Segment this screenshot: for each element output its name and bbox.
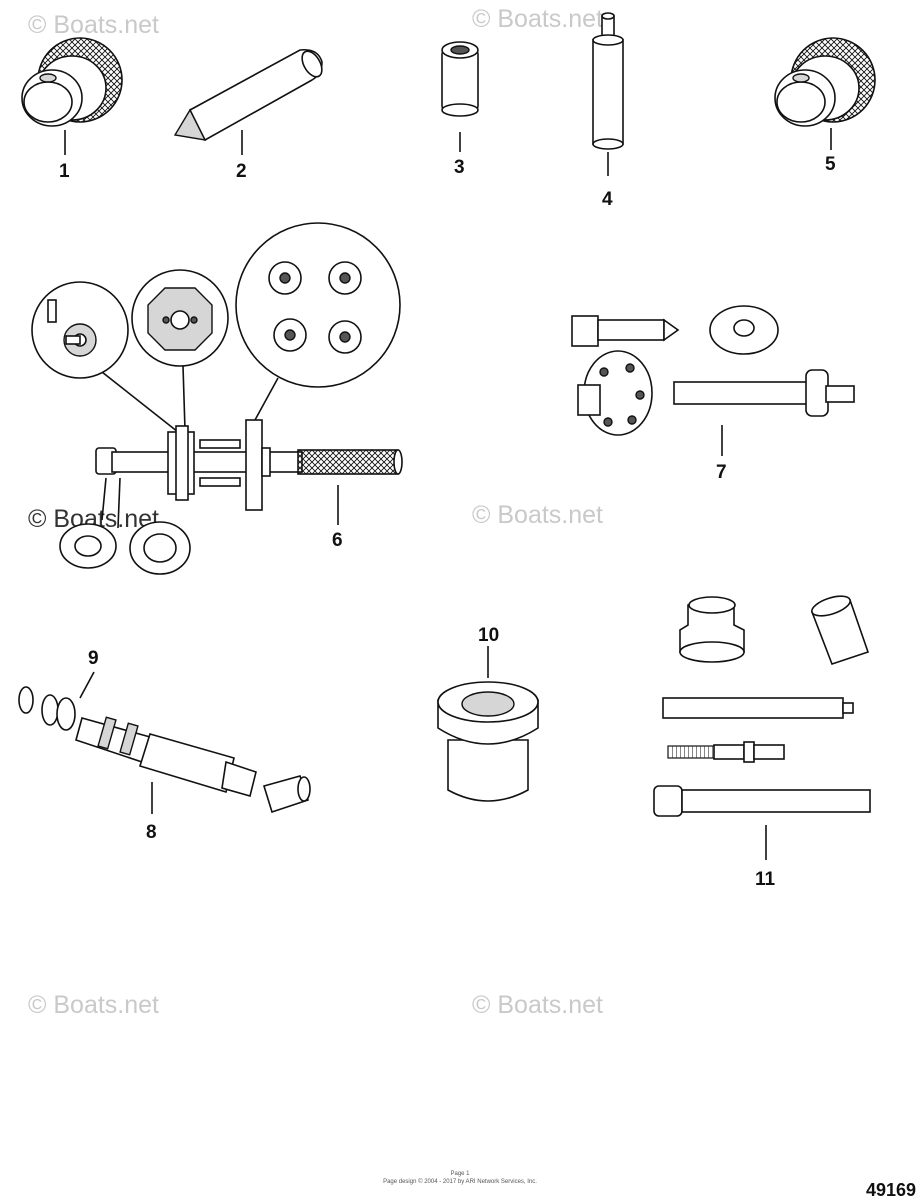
part-5-knurled-cap	[774, 37, 876, 150]
callout-2: 2	[236, 161, 247, 182]
part-3-sleeve	[441, 41, 479, 152]
part-1-knurled-cap	[21, 37, 123, 155]
callout-5: 5	[825, 154, 836, 175]
watermark: © Boats.net	[28, 991, 159, 1019]
part-4-pin	[592, 12, 624, 176]
watermark: © Boats.net	[472, 5, 603, 33]
callout-10: 10	[478, 625, 499, 646]
callout-7: 7	[716, 462, 727, 483]
part-8-valve-stem	[75, 716, 311, 814]
part-6-puller-assembly	[31, 222, 403, 575]
watermark: © Boats.net	[472, 991, 603, 1019]
callout-9: 9	[88, 648, 99, 669]
watermark: © Boats.net	[28, 11, 159, 39]
callout-6: 6	[332, 530, 343, 551]
callout-3: 3	[454, 157, 465, 178]
part-2-angled-pin	[173, 48, 323, 155]
part-7-tool-set	[571, 305, 855, 456]
callout-11: 11	[755, 869, 776, 890]
part-11-driver-set	[653, 595, 871, 860]
footer-line: Page 1	[450, 1171, 470, 1177]
callout-8: 8	[146, 822, 157, 843]
callout-4: 4	[602, 189, 613, 210]
part-10-bushing	[437, 646, 539, 802]
callout-1: 1	[59, 161, 70, 182]
watermark: © Boats.net	[472, 501, 603, 529]
figure-number: 49169	[866, 1180, 916, 1200]
part-9-o-rings	[18, 671, 95, 731]
footer-line: Page design © 2004 - 2017 by ARI Network…	[383, 1178, 537, 1185]
